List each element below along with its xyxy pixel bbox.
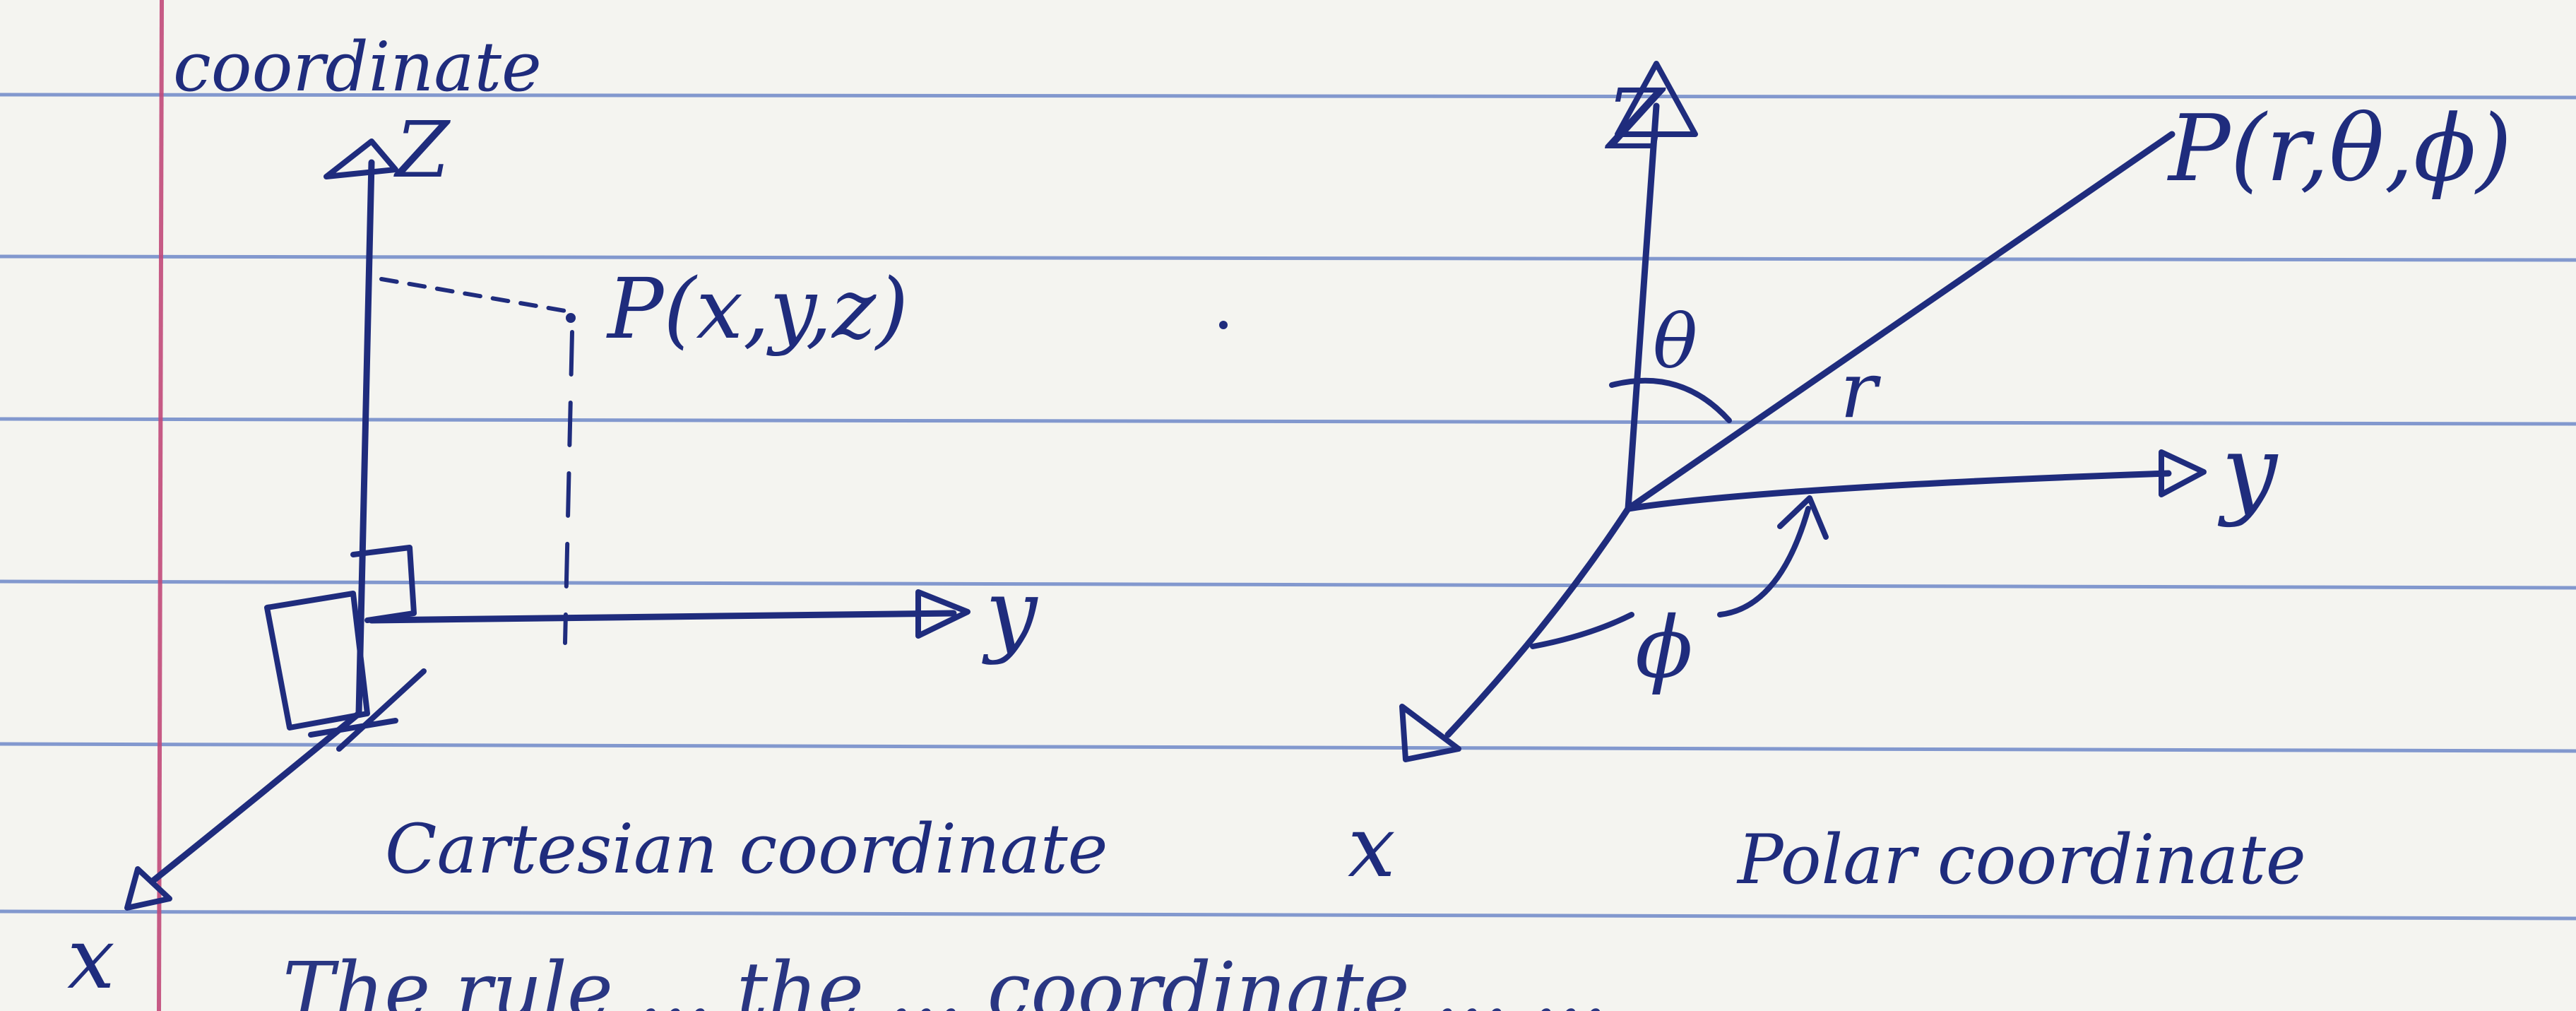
polar-x-axis (1444, 505, 1632, 738)
polar-z-label: Z (1604, 71, 1666, 168)
cartesian-origin-box-top (350, 545, 417, 623)
polar-theta-arc (1609, 377, 1732, 423)
cartesian-point-label: P(x,y,z) (606, 260, 908, 357)
footer-text: The rule ... the ... coordinate ... ... (283, 945, 1607, 1011)
margin-line (157, 0, 164, 1011)
ruled-line (0, 742, 2576, 753)
cartesian-diagram: coordinate Z y x P(x,y,z) Cartesian coor… (67, 28, 1228, 1008)
cartesian-y-label: y (982, 559, 1038, 666)
cartesian-y-arrowhead (915, 589, 971, 639)
footer-line: The rule ... the ... coordinate ... ... (283, 945, 1607, 1011)
cartesian-y-axis (368, 610, 957, 624)
polar-y-label: y (2217, 414, 2279, 529)
ruled-line (0, 909, 2576, 921)
polar-r-label: r (1840, 345, 1882, 435)
cartesian-x-axis (148, 710, 362, 885)
polar-x-label: x (1348, 798, 1396, 897)
polar-phi-arc-left (1530, 612, 1634, 649)
cartesian-origin-box (264, 591, 370, 731)
cartesian-z-label: Z (393, 105, 451, 195)
ruled-line (0, 93, 2576, 100)
ruled-lines (0, 93, 2576, 921)
cartesian-dash-vertical (563, 330, 574, 645)
polar-radius-vector (1625, 131, 2176, 512)
cartesian-z-arrowhead (324, 138, 398, 179)
cartesian-heading: coordinate (173, 28, 542, 107)
polar-diagram: Z y x P(r,θ,ϕ) θ r ϕ Polar coordinate (1348, 61, 2512, 899)
polar-phi-arc-right (1717, 506, 1811, 617)
stray-dot (1219, 321, 1228, 329)
cartesian-caption: Cartesian coordinate (385, 810, 1108, 889)
polar-phi-label: ϕ (1635, 599, 1693, 697)
polar-point-label: P(r,θ,ϕ) (2167, 95, 2512, 202)
ruled-line (0, 417, 2576, 426)
cartesian-x-arrowhead (124, 866, 172, 911)
polar-theta-label: θ (1653, 299, 1697, 385)
polar-y-axis (1625, 470, 2172, 512)
polar-x-arrowhead (1399, 704, 1461, 762)
cartesian-origin-scribble (308, 668, 427, 752)
polar-z-axis (1625, 102, 1660, 512)
cartesian-x-label: x (67, 910, 115, 1008)
polar-phi-arrowhead (1777, 495, 1829, 540)
polar-y-arrowhead (2159, 449, 2207, 497)
polar-z-arrowhead (1615, 61, 1698, 137)
cartesian-z-axis (355, 159, 375, 717)
ruled-line (0, 579, 2576, 590)
polar-caption: Polar coordinate (1736, 820, 2306, 899)
ruled-line (0, 254, 2576, 262)
cartesian-dash-horizontal (379, 277, 567, 313)
cartesian-point-p (566, 313, 576, 323)
